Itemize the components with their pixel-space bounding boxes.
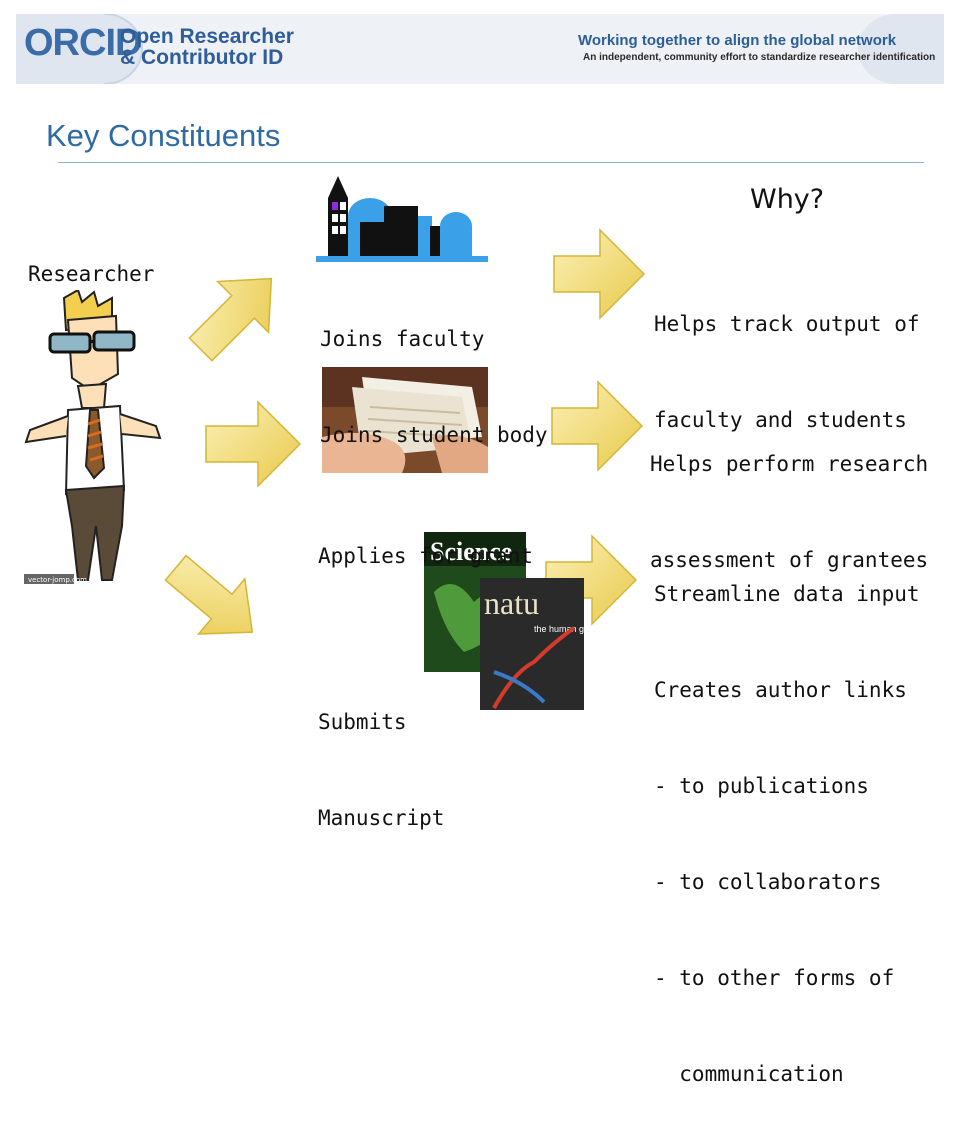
banner-decor [16, 14, 944, 84]
orcid-logo[interactable]: ORCID [24, 22, 142, 64]
org-name-line1: Open Researcher [120, 25, 294, 48]
action-manuscript: Submits Manuscript [318, 642, 444, 866]
why-row-1-line1: Helps track output of [654, 312, 920, 336]
watermark-text: vector-jomp.com [28, 576, 87, 584]
arrows-layer [164, 228, 646, 635]
university-icon [316, 176, 488, 262]
researcher-figure: vector-jomp.com [24, 290, 162, 584]
tagline: Working together to align the global net… [578, 32, 897, 49]
arrow-to-manuscript [164, 554, 254, 635]
why-row-3-line4: - to collaborators [654, 870, 882, 894]
action-faculty-line1: Joins faculty [320, 327, 485, 351]
watermark-box [24, 574, 74, 584]
why-row-3-line6: communication [654, 1062, 844, 1086]
why-row-2-line2: assessment of grantees [650, 548, 929, 572]
action-manuscript-line2: Manuscript [318, 806, 445, 830]
why-row-3: Streamline data input Creates author lin… [654, 514, 920, 1122]
why-row-3-line3: - to publications [654, 774, 869, 798]
arrow-why-1 [553, 228, 646, 320]
header-banner [16, 14, 944, 84]
why-row-2-line1: Helps perform research [650, 452, 929, 476]
org-name-line2: & Contributor ID [120, 46, 284, 69]
subtagline: An independent, community effort to stan… [583, 52, 936, 63]
nature-title: natu [484, 585, 539, 621]
action-grant-line1: Applies for grant [318, 544, 533, 568]
arrow-why-2 [551, 380, 644, 472]
action-grant: Applies for grant [318, 476, 533, 604]
action-faculty: Joins faculty Joins student body [320, 259, 548, 483]
researcher-label: Researcher [28, 262, 155, 286]
nature-subtitle: the human genome [534, 624, 584, 634]
why-row-3-line5: - to other forms of [654, 966, 895, 990]
action-manuscript-line1: Submits [318, 710, 407, 734]
title-divider [58, 162, 924, 163]
why-row-1: Helps track output of faculty and studen… [654, 244, 920, 468]
arrow-to-faculty [188, 277, 273, 362]
why-heading: Why? [750, 184, 825, 215]
slide-title: Key Constituents [46, 118, 281, 153]
journals-image: Science natu the human genome [424, 532, 584, 710]
why-row-1-line2: faculty and students [654, 408, 907, 432]
why-row-2: Helps perform research assessment of gra… [650, 384, 928, 608]
org-name: Open Researcher & Contributor ID [120, 26, 294, 68]
why-row-3-line2: Creates author links [654, 678, 907, 702]
why-row-3-line1: Streamline data input [654, 582, 920, 606]
arrow-to-grant [205, 400, 302, 488]
science-title: Science [430, 537, 512, 566]
grant-photo [322, 367, 488, 473]
action-faculty-line2: Joins student body [320, 423, 548, 447]
